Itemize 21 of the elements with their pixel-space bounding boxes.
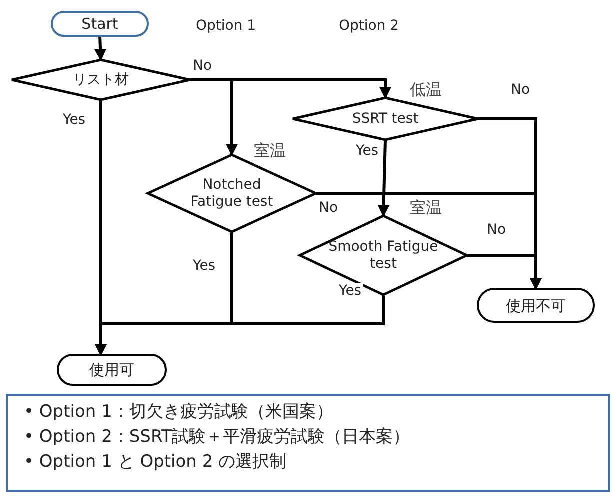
- node-label: 使用可: [90, 361, 134, 379]
- flow-arrow: [467, 254, 542, 290]
- flow-arrow: [378, 140, 390, 218]
- option-heading: Option 2: [338, 18, 400, 34]
- notes-panel: [6, 394, 610, 492]
- flow-arrow: [95, 295, 385, 356]
- node-label: Smooth Fatigue test: [328, 238, 438, 272]
- temperature-label: 室温: [410, 198, 442, 219]
- node-label: Start: [82, 15, 118, 33]
- bullet-item: • Option 1：切欠き疲労試験（米国案）: [24, 401, 334, 424]
- option-heading: Option 1: [195, 18, 258, 34]
- bullet-item: • Option 2：SSRT試験＋平滑疲労試験（日本案）: [24, 426, 411, 449]
- temperature-label: 低温: [410, 80, 442, 101]
- bullet-item: • Option 1 と Option 2 の選択制: [24, 451, 288, 474]
- temperature-label: 室温: [254, 141, 286, 162]
- node-label: 使用不可: [506, 296, 566, 314]
- flow-arrow: [190, 78, 392, 100]
- flow-arrow: [94, 36, 107, 62]
- node-label: リスト材: [73, 72, 129, 88]
- node-label: SSRT test: [352, 110, 419, 128]
- node-label: Notched Fatigue test: [190, 176, 274, 210]
